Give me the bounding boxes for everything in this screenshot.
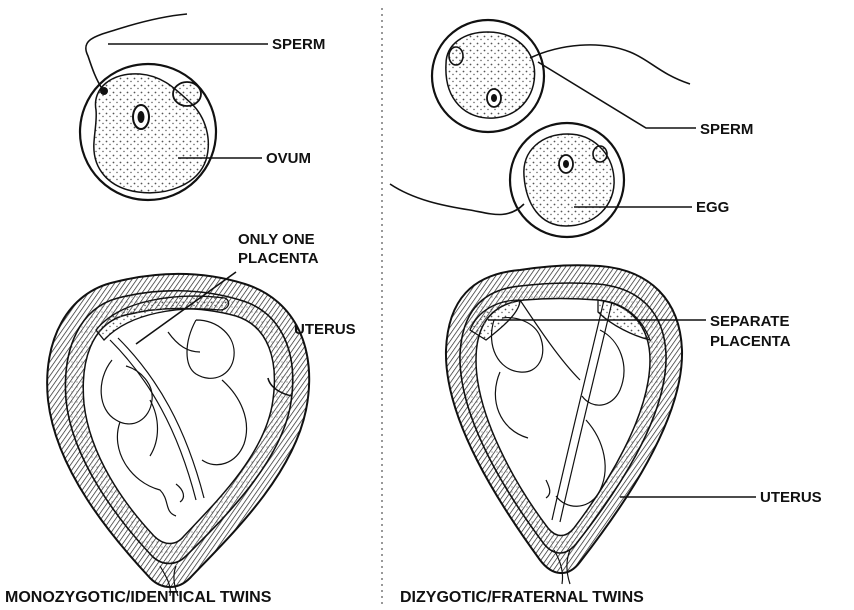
right-sperm-tail-bottom xyxy=(390,184,524,215)
left-placenta-label-line2: PLACENTA xyxy=(238,250,319,267)
right-uterus-label: UTERUS xyxy=(760,489,822,506)
left-polar-body xyxy=(173,82,201,106)
left-uterus-label: UTERUS xyxy=(294,321,356,338)
left-sperm-head xyxy=(100,87,108,95)
left-ovum-label: OVUM xyxy=(266,150,311,167)
right-placenta-label-line2: PLACENTA xyxy=(710,333,791,350)
left-caption: MONOZYGOTIC/IDENTICAL TWINS xyxy=(5,589,272,606)
left-placenta-label-line1: ONLY ONE xyxy=(238,231,315,248)
right-uterus xyxy=(446,265,682,584)
left-sperm-label: SPERM xyxy=(272,36,325,53)
left-zygote xyxy=(80,14,216,200)
right-placenta-label-line1: SEPARATE xyxy=(710,313,789,330)
right-sperm-tail-top xyxy=(530,45,690,84)
right-zygote-bottom xyxy=(390,123,624,237)
right-sperm-label: SPERM xyxy=(700,121,753,138)
right-sperm-leader xyxy=(538,62,696,128)
right-egg-label: EGG xyxy=(696,199,729,216)
right-caption: DIZYGOTIC/FRATERNAL TWINS xyxy=(400,589,644,606)
left-uterus xyxy=(47,274,309,596)
